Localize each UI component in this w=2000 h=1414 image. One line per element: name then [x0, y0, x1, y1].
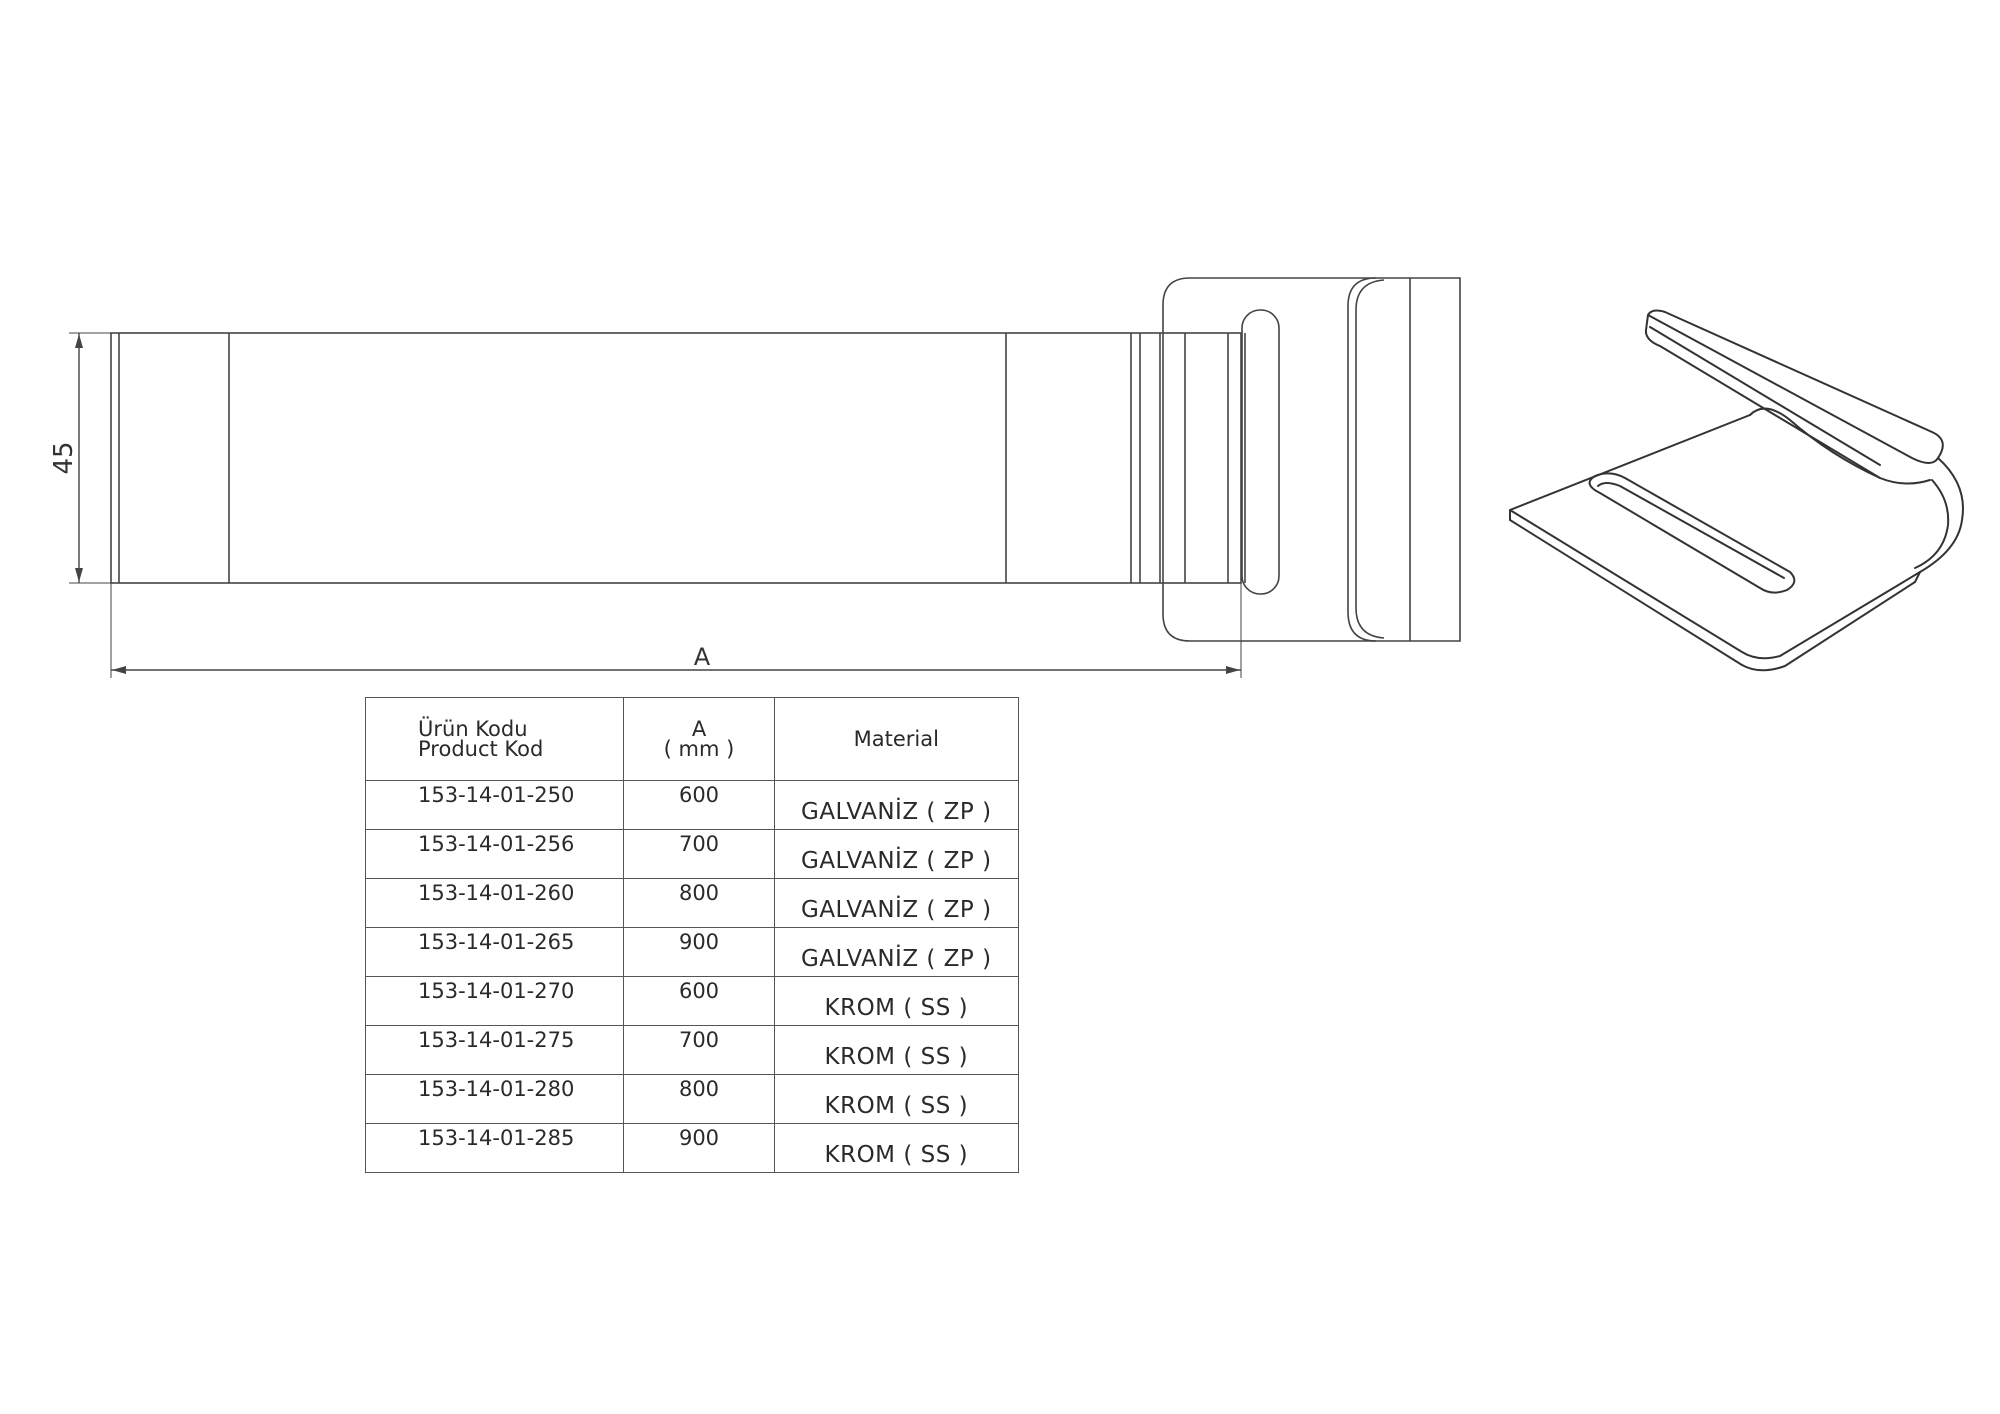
header-a: A [691, 717, 707, 741]
table-row: 153-14-01-256 700 GALVANİZ ( ZP ) [364, 829, 1020, 879]
product-code-cell: 153-14-01-260 [364, 878, 625, 928]
table-row: 153-14-01-270 600 KROM ( SS ) [364, 976, 1020, 1026]
header-material: Material [773, 697, 1020, 781]
length-a-cell: 700 [623, 829, 775, 879]
table-row: 153-14-01-265 900 GALVANİZ ( ZP ) [364, 927, 1020, 977]
table-row: 153-14-01-250 600 GALVANİZ ( ZP ) [364, 780, 1020, 830]
length-a-cell: 800 [623, 1074, 775, 1124]
length-a-cell: 900 [623, 927, 775, 977]
material-cell: KROM ( SS ) [773, 1025, 1020, 1075]
product-code-cell: 153-14-01-256 [364, 829, 625, 879]
material-cell: GALVANİZ ( ZP ) [773, 927, 1020, 977]
header-a-mm: A ( mm ) [623, 697, 775, 781]
length-a-cell: 600 [623, 976, 775, 1026]
product-code-cell: 153-14-01-250 [364, 780, 625, 830]
table-row: 153-14-01-275 700 KROM ( SS ) [364, 1025, 1020, 1075]
length-a-cell: 600 [623, 780, 775, 830]
header-product-code-tr: Ürün Kodu [418, 717, 528, 741]
header-product-code-en: Product Kod [418, 737, 544, 761]
height-dimension [69, 332, 111, 584]
material-cell: GALVANİZ ( ZP ) [773, 780, 1020, 830]
material-cell: KROM ( SS ) [773, 1123, 1020, 1173]
material-cell: GALVANİZ ( ZP ) [773, 829, 1020, 879]
table-row: 153-14-01-280 800 KROM ( SS ) [364, 1074, 1020, 1124]
table-header-row: Ürün Kodu Product Kod A ( mm ) Material [364, 697, 1020, 781]
length-a-cell: 800 [623, 878, 775, 928]
table-row: 153-14-01-285 900 KROM ( SS ) [364, 1123, 1020, 1173]
length-a-cell: 700 [623, 1025, 775, 1075]
table-row: 153-14-01-260 800 GALVANİZ ( ZP ) [364, 878, 1020, 928]
material-cell: KROM ( SS ) [773, 976, 1020, 1026]
product-code-cell: 153-14-01-275 [364, 1025, 625, 1075]
length-a-cell: 900 [623, 1123, 775, 1173]
product-spec-table: Ürün Kodu Product Kod A ( mm ) Material … [364, 697, 1020, 1173]
header-product-code: Ürün Kodu Product Kod [364, 697, 625, 781]
material-cell: KROM ( SS ) [773, 1074, 1020, 1124]
isometric-bracket [1509, 309, 1964, 672]
end-bracket [1162, 277, 1461, 642]
height-dimension-label: 45 [49, 441, 79, 474]
length-dimension-label: A [694, 643, 711, 671]
front-view-bar [110, 332, 1242, 584]
product-code-cell: 153-14-01-270 [364, 976, 625, 1026]
product-code-cell: 153-14-01-280 [364, 1074, 625, 1124]
material-cell: GALVANİZ ( ZP ) [773, 878, 1020, 928]
header-mm: ( mm ) [663, 737, 735, 761]
product-code-cell: 153-14-01-265 [364, 927, 625, 977]
length-dimension [110, 583, 1242, 678]
product-code-cell: 153-14-01-285 [364, 1123, 625, 1173]
